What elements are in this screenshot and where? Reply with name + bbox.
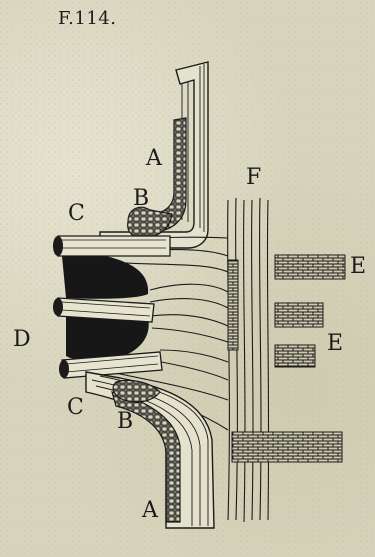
label-c-lower: C — [67, 397, 84, 419]
label-d: D — [13, 329, 31, 351]
label-e-lower: E — [327, 333, 343, 355]
label-b-lower: B — [117, 411, 133, 433]
label-e-upper: E — [350, 256, 366, 278]
figure-title: F.114. — [58, 10, 117, 28]
label-b-upper: B — [133, 188, 149, 210]
label-a-lower: A — [142, 500, 158, 522]
label-a-upper: A — [146, 148, 162, 170]
label-c-upper: C — [68, 203, 85, 225]
label-f: F — [246, 167, 261, 189]
